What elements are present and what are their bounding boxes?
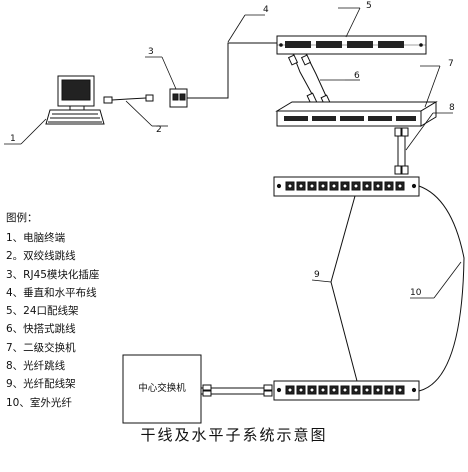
outdoor-fiber-line [418,185,465,392]
callout-6: 6 [354,71,360,81]
central-switch-box [122,354,202,424]
central-fiber-patch-icon [201,384,273,397]
horizontal-cabling-line [187,42,277,99]
legend-title: 图例： [6,212,38,224]
fiber-distribution-panel-upper [273,176,420,197]
backbone-fiber-line [330,195,358,382]
diagram-caption: 干线及水平子系统示意图 [140,426,328,444]
quick-patch-cord-icon [287,53,332,108]
legend-item: 2。双绞线跳线 [6,250,76,263]
legend-item: 6、快搭式跳线 [6,323,76,336]
patch-cord-icon [111,94,154,102]
legend-item: 3、RJ45模块化插座 [6,268,100,281]
callout-3: 3 [148,47,154,57]
fiber-patch-cord-icon [394,127,409,175]
callout-4: 4 [263,5,269,15]
legend: 1、电脑终端 2。双绞线跳线 3、RJ45模块化插座 4、垂直和水平布线 5、2… [6,229,99,412]
callout-1: 1 [10,134,16,144]
computer-terminal-icon [45,75,113,125]
legend-item: 7、二级交换机 [6,341,76,354]
legend-item: 10、室外光纤 [6,396,72,409]
callout-7: 7 [448,59,454,69]
legend-item: 8、光纤跳线 [6,360,66,373]
callout-9: 9 [314,270,320,280]
callout-5: 5 [366,1,372,11]
patch-panel-24-icon [276,35,427,55]
fiber-distribution-panel-lower [273,380,420,401]
secondary-switch-icon [275,101,438,127]
legend-item: 1、电脑终端 [6,232,66,244]
rj45-outlet-icon [169,88,188,108]
callout-8: 8 [449,103,455,113]
central-switch-label: 中心交换机 [138,383,186,394]
legend-item: 4、垂直和水平布线 [6,286,97,299]
callout-10: 10 [410,288,422,298]
callout-2: 2 [156,125,162,135]
legend-item: 5、24口配线架 [6,305,79,318]
legend-item: 9、光纤配线架 [6,378,76,391]
